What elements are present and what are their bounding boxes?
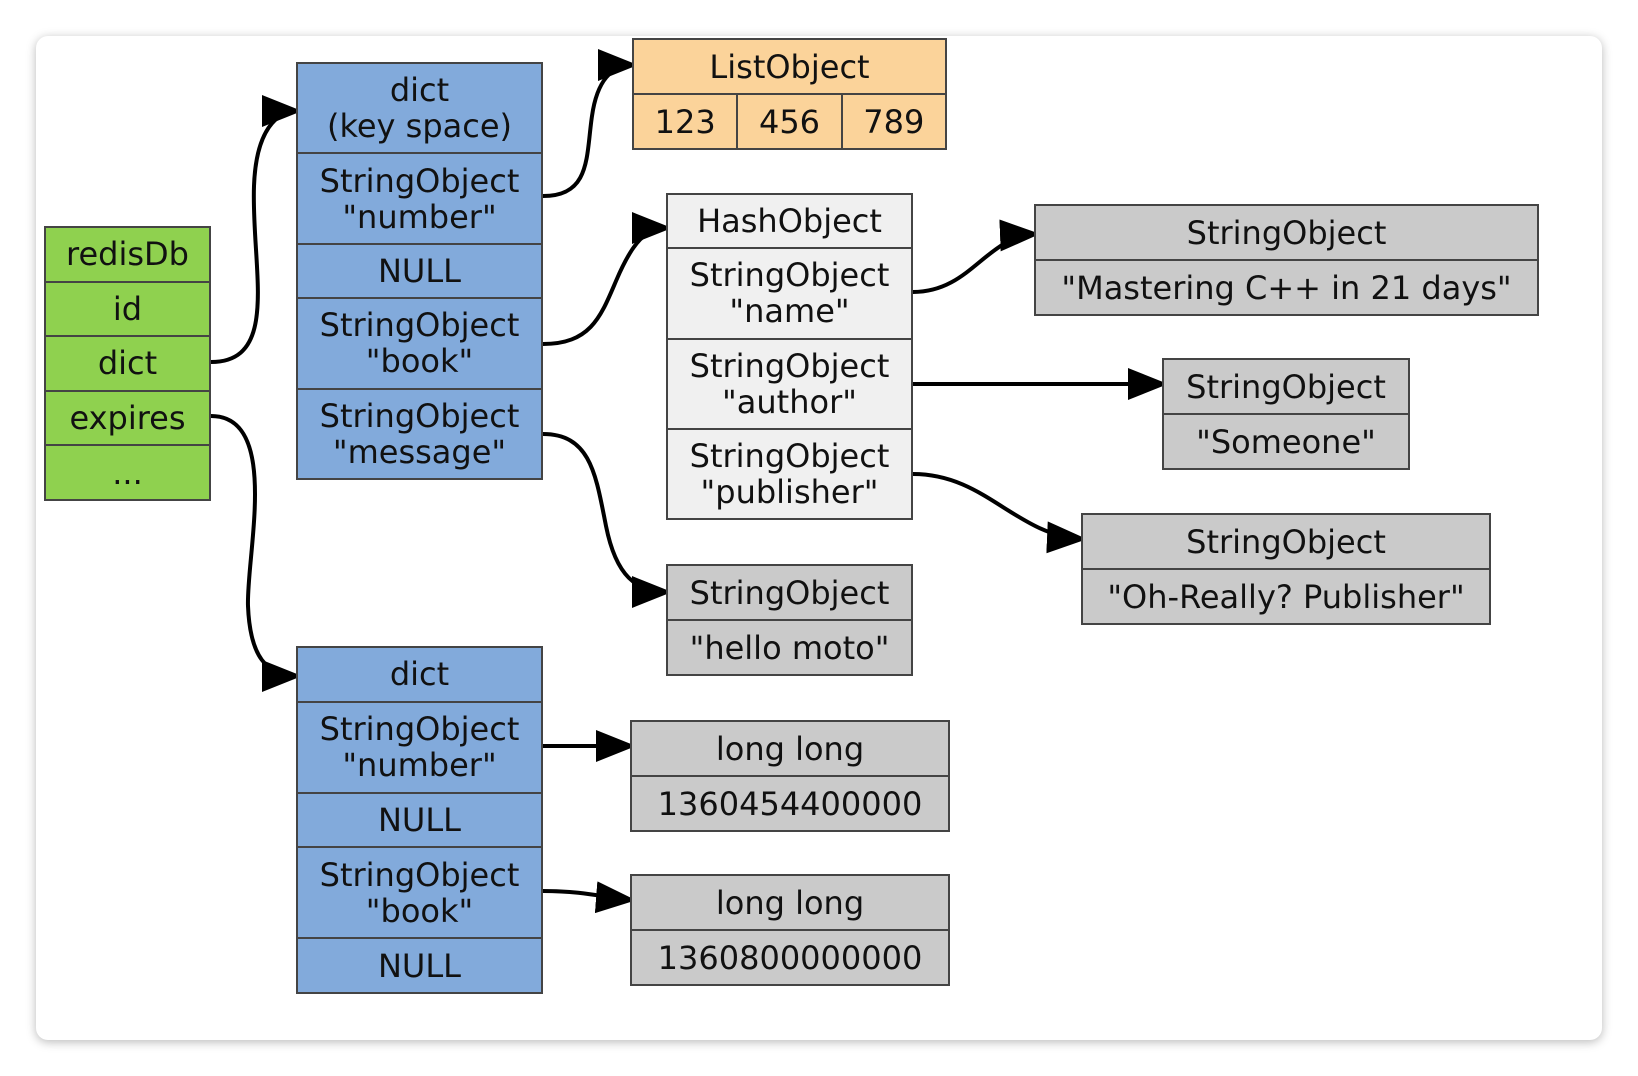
redisdb-struct: redisDb id dict expires ... (44, 226, 211, 501)
expires-entry-kind: StringObject (319, 710, 520, 749)
edge-expires-book-to-longlong (542, 881, 636, 914)
diagram-frame: redisDb id dict expires ... dict (key sp… (36, 36, 1602, 1040)
hash-field-key: "name" (729, 292, 850, 331)
hash-field-kind: StringObject (689, 346, 890, 385)
redisdb-field-dict: dict (46, 335, 209, 390)
keyspace-entry-kind: StringObject (319, 396, 520, 435)
hash-object-title: HashObject (697, 202, 882, 241)
keyspace-entry-number: StringObject "number" (298, 152, 541, 242)
longlong-value: 1360454400000 (632, 775, 948, 830)
keyspace-header: dict (key space) (298, 64, 541, 152)
string-object-value: "Someone" (1164, 413, 1408, 468)
string-object-title: StringObject (1186, 522, 1386, 561)
list-item: 789 (840, 95, 945, 148)
redisdb-field-id: id (46, 280, 209, 336)
string-object-value: "Oh-Really? Publisher" (1083, 568, 1489, 623)
longlong-value: 1360800000000 (632, 929, 948, 984)
string-object-publisher-value: StringObject "Oh-Really? Publisher" (1081, 513, 1491, 625)
string-object-value: "hello moto" (668, 619, 911, 674)
keyspace-dict: dict (key space) StringObject "number" N… (296, 62, 543, 480)
expires-entry-number: StringObject "number" (298, 700, 541, 792)
redisdb-title: redisDb (66, 235, 189, 274)
keyspace-header-line1: dict (389, 71, 450, 110)
string-object-title: StringObject (1186, 367, 1386, 406)
string-object-author-value: StringObject "Someone" (1162, 358, 1410, 470)
list-item: 456 (736, 95, 840, 148)
hash-field-publisher: StringObject "publisher" (668, 427, 911, 518)
longlong-book: long long 1360800000000 (630, 874, 950, 986)
string-object-value: "Mastering C++ in 21 days" (1036, 259, 1537, 314)
longlong-title: long long (715, 883, 865, 922)
hash-field-key: "publisher" (700, 472, 879, 511)
string-object-title: StringObject (689, 573, 890, 612)
list-object-items: 123 456 789 (634, 93, 945, 148)
string-object-title: StringObject (1186, 213, 1387, 252)
expires-entry-null: NULL (298, 791, 541, 847)
list-item: 123 (654, 102, 716, 141)
hash-field-name: StringObject "name" (668, 247, 911, 337)
longlong-number: long long 1360454400000 (630, 720, 950, 832)
expires-entry-book: StringObject "book" (298, 846, 541, 937)
hash-field-key: "author" (722, 382, 857, 421)
string-object-name-value: StringObject "Mastering C++ in 21 days" (1034, 204, 1539, 316)
keyspace-entry-key: "message" (332, 432, 507, 471)
edge-name-to-stringobject (912, 219, 1040, 294)
keyspace-entry-null: NULL (298, 242, 541, 297)
hash-field-kind: StringObject (689, 256, 890, 295)
expires-entry-null: NULL (298, 937, 541, 992)
list-object: ListObject 123 456 789 (632, 38, 947, 150)
keyspace-entry-book: StringObject "book" (298, 297, 541, 387)
keyspace-entry-message: StringObject "message" (298, 387, 541, 478)
hash-field-kind: StringObject (689, 436, 890, 475)
edges-layer (210, 49, 1168, 914)
hash-field-author: StringObject "author" (668, 337, 911, 428)
string-object-message-value: StringObject "hello moto" (666, 564, 913, 676)
expires-entry-key: "book" (365, 891, 474, 930)
edge-publisher-to-stringobject (912, 472, 1087, 554)
list-object-title: ListObject (709, 47, 870, 86)
longlong-title: long long (715, 729, 865, 768)
keyspace-entry-kind: StringObject (319, 161, 520, 200)
edge-db-expires-to-expires-dict (210, 414, 302, 692)
redisdb-field-more: ... (46, 444, 209, 499)
expires-entry-key: "number" (342, 746, 497, 785)
redisdb-field-expires: expires (46, 389, 209, 445)
keyspace-entry-kind: StringObject (319, 306, 520, 345)
keyspace-header-line2: (key space) (326, 107, 513, 146)
keyspace-entry-key: "book" (365, 342, 474, 381)
edge-number-to-listobject (542, 49, 638, 198)
expires-dict: dict StringObject "number" NULL StringOb… (296, 646, 543, 994)
edge-message-to-stringobject (542, 432, 672, 608)
edge-db-dict-to-keyspace (210, 95, 302, 364)
expires-entry-kind: StringObject (319, 855, 520, 894)
keyspace-entry-key: "number" (342, 197, 497, 236)
expires-dict-header: dict (389, 655, 450, 694)
hash-object: HashObject StringObject "name" StringObj… (666, 193, 913, 520)
edge-book-to-hashobject (542, 212, 672, 346)
